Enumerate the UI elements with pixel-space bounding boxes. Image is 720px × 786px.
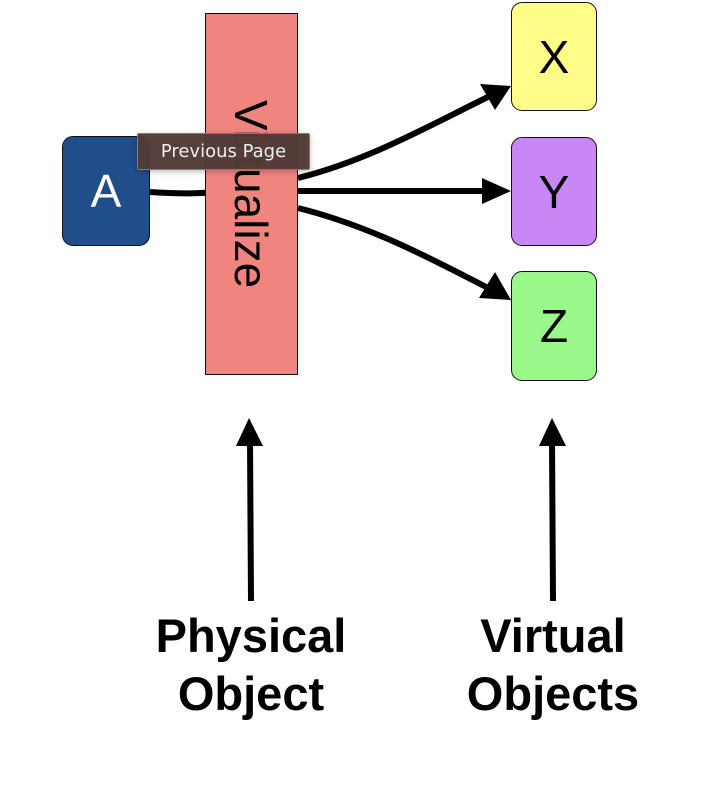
node-x-label: X	[538, 30, 570, 83]
caption-virtual-line2: Objects	[466, 667, 640, 720]
node-z: Z	[511, 271, 597, 381]
node-y-label: Y	[538, 165, 570, 218]
arrow-virtual-shaft	[549, 439, 556, 602]
node-virtualize: Virtualize	[205, 13, 298, 375]
edge-virtualize-to-z	[297, 205, 492, 292]
node-x: X	[511, 2, 597, 111]
caption-physical-line2: Object	[177, 667, 325, 720]
node-y: Y	[511, 137, 597, 246]
arrowhead-physical	[236, 418, 263, 446]
tooltip-text: Previous Page	[160, 141, 287, 162]
node-a: A	[62, 136, 150, 246]
caption-physical-object: Physical Object	[121, 607, 381, 723]
arrow-physical-shaft	[247, 439, 254, 602]
arrowhead-z	[479, 272, 511, 300]
node-a-label: A	[90, 165, 122, 217]
arrowhead-x	[480, 84, 511, 110]
arrowhead-y	[482, 178, 511, 204]
caption-physical-line1: Physical	[155, 609, 347, 662]
node-virtualize-label: Virtualize	[225, 99, 278, 289]
caption-virtual-objects: Virtual Objects	[423, 607, 683, 723]
edge-virtualize-to-x	[297, 93, 492, 181]
arrowhead-virtual	[539, 418, 566, 446]
node-z-label: Z	[539, 300, 569, 352]
previous-page-tooltip: Previous Page	[137, 133, 310, 170]
caption-virtual-line1: Virtual	[480, 609, 626, 662]
